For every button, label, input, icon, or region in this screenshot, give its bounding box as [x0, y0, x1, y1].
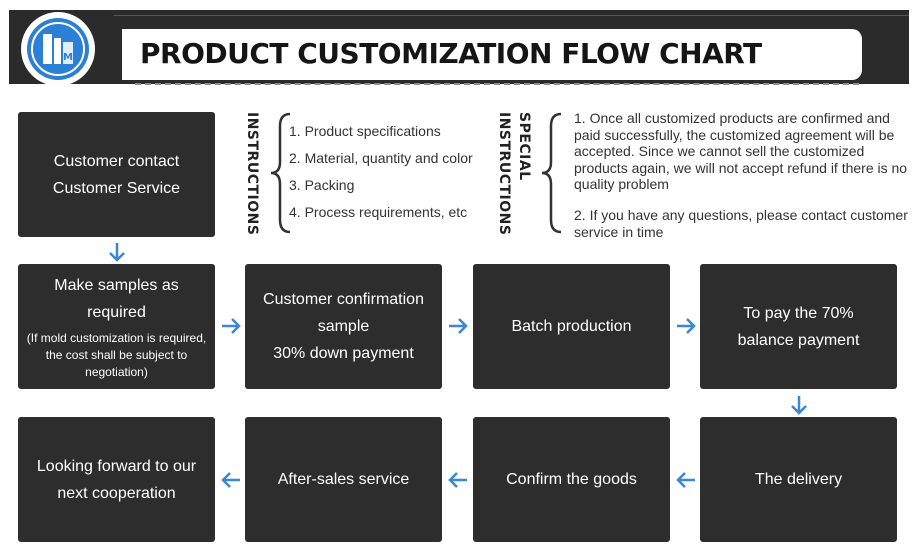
header-deco-line	[114, 15, 909, 16]
step-balance-payment-line2: balance payment	[737, 331, 860, 349]
header-dashed-line	[135, 83, 859, 85]
arrow-left-icon	[448, 472, 467, 488]
step-next-cooperation-line1: Looking forward to our	[36, 457, 197, 475]
instructions-brace	[270, 112, 291, 234]
arrow-down-icon	[791, 396, 807, 415]
step-customer-contact-line1: Customer contact	[53, 152, 180, 170]
step-next-cooperation-line2: next cooperation	[57, 484, 176, 502]
step-customer-confirmation-line2: sample	[317, 318, 370, 335]
arrow-left-icon	[676, 472, 695, 488]
m-logo-icon: M	[21, 12, 95, 86]
step-next-cooperation: Looking forward to our next cooperation	[18, 417, 215, 542]
step-make-samples-line1: Make samples as required	[54, 277, 179, 321]
arrow-right-icon	[677, 318, 696, 334]
special-instructions-item-2: 2. If you have any questions, please con…	[574, 207, 908, 240]
step-balance-payment: To pay the 70% balance payment	[700, 264, 897, 389]
step-confirm-goods-line1: Confirm the goods	[506, 471, 637, 488]
step-customer-confirmation: Customer confirmation sample 30% down pa…	[245, 264, 442, 389]
special-instructions-label-1: SPECIAL	[516, 112, 532, 181]
header-bar: M PRODUCT CUSTOMIZATION FLOW CHART	[9, 10, 909, 86]
step-balance-payment-line1: To pay the 70%	[743, 304, 854, 322]
instructions-item-4: 4. Process requirements, etc	[289, 204, 468, 220]
step-confirm-goods: Confirm the goods	[473, 417, 670, 542]
step-customer-confirmation-line1: Customer confirmation	[263, 291, 424, 308]
special-instructions-item-1: 1. Once all customized products are conf…	[574, 110, 908, 192]
step-batch-production-line1: Batch production	[511, 318, 632, 335]
arrow-down-icon	[109, 243, 125, 262]
arrow-left-icon	[221, 472, 240, 488]
instructions-label: INSTRUCTIONS	[244, 112, 260, 236]
special-instructions-brace	[541, 112, 562, 234]
step-make-samples-note2: the cost shall be subject to	[45, 348, 188, 362]
arrow-right-icon	[222, 318, 241, 334]
instructions-item-3: 3. Packing	[289, 177, 355, 193]
step-make-samples: Make samples as required (If mold custom…	[18, 264, 215, 389]
arrow-right-icon	[449, 318, 468, 334]
svg-text:M: M	[63, 52, 73, 63]
special-instructions-label-2: INSTRUCTIONS	[496, 112, 512, 236]
step-customer-contact: Customer contact Customer Service	[18, 112, 215, 237]
step-make-samples-note1: (If mold customization is required,	[26, 331, 207, 345]
step-delivery: The delivery	[700, 417, 897, 542]
step-delivery-line1: The delivery	[754, 471, 843, 488]
instructions-item-2: 2. Material, quantity and color	[289, 150, 473, 166]
instructions-item-1: 1. Product specifications	[289, 123, 441, 139]
step-after-sales-line1: After-sales service	[277, 471, 410, 488]
step-make-samples-note3: negotiation)	[85, 365, 148, 379]
step-after-sales: After-sales service	[245, 417, 442, 542]
step-customer-confirmation-line3: 30% down payment	[273, 345, 414, 362]
page-title: PRODUCT CUSTOMIZATION FLOW CHART	[140, 37, 762, 70]
title-pill: PRODUCT CUSTOMIZATION FLOW CHART	[122, 29, 862, 80]
step-batch-production: Batch production	[473, 264, 670, 389]
step-customer-contact-line2: Customer Service	[52, 179, 181, 197]
